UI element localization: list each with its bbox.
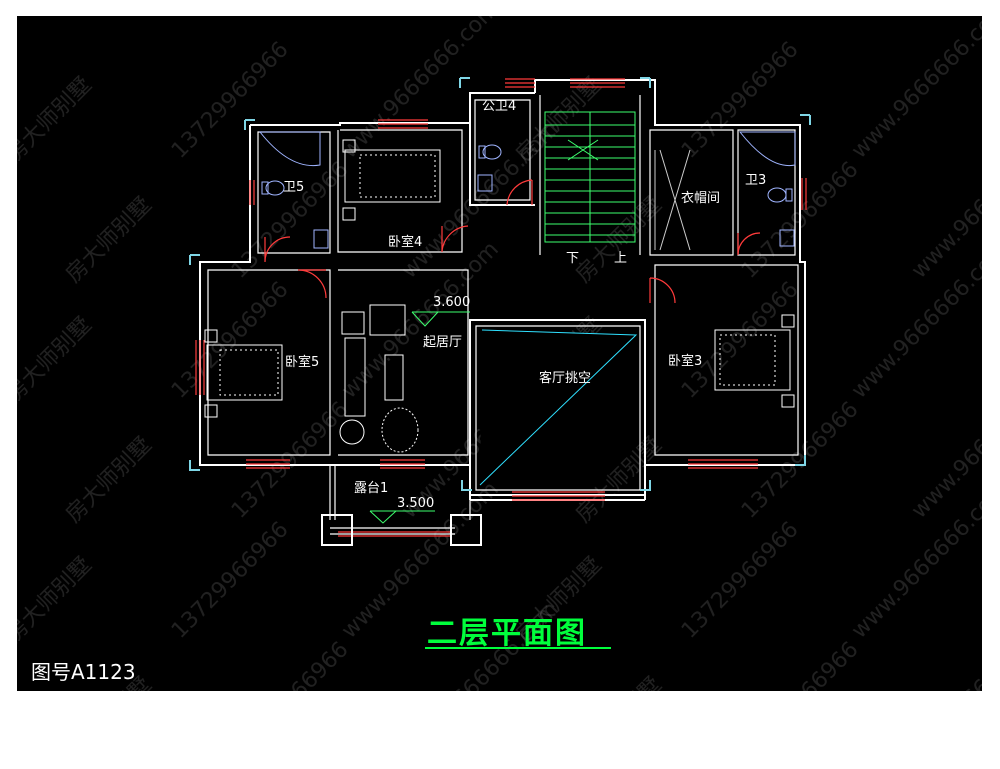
room-label-bedroom5: 卧室5	[285, 355, 320, 370]
void-lines	[479, 329, 638, 486]
drawing-number: 图号A1123	[31, 660, 136, 684]
title-underline	[425, 647, 611, 649]
room-label-family-room: 起居厅	[423, 335, 463, 350]
plan-title: 二层平面图	[427, 616, 587, 651]
room-label-wc4: 公卫4	[482, 99, 517, 114]
stair-down-label: 下	[566, 251, 580, 266]
elevation-family-room: 3.600	[433, 295, 471, 310]
elevation-terrace: 3.500	[397, 496, 435, 511]
floor-plan-drawing	[189, 77, 811, 546]
stairs	[544, 111, 636, 243]
room-label-cloakroom: 衣帽间	[681, 191, 721, 206]
windows	[195, 78, 807, 537]
room-label-terrace1: 露台1	[354, 481, 389, 496]
room-label-wc5: 卫5	[283, 180, 305, 195]
room-label-bedroom4: 卧室4	[388, 235, 423, 250]
columns	[189, 77, 811, 546]
room-label-wc3: 卫3	[745, 173, 767, 188]
stair-up-label: 上	[614, 251, 628, 266]
room-label-bedroom3: 卧室3	[668, 354, 703, 369]
doors	[264, 179, 761, 304]
furniture	[204, 139, 795, 453]
room-label-living-void: 客厅挑空	[539, 371, 592, 386]
fixtures	[258, 131, 796, 249]
elevation-symbols	[369, 311, 470, 524]
walls	[199, 79, 806, 535]
